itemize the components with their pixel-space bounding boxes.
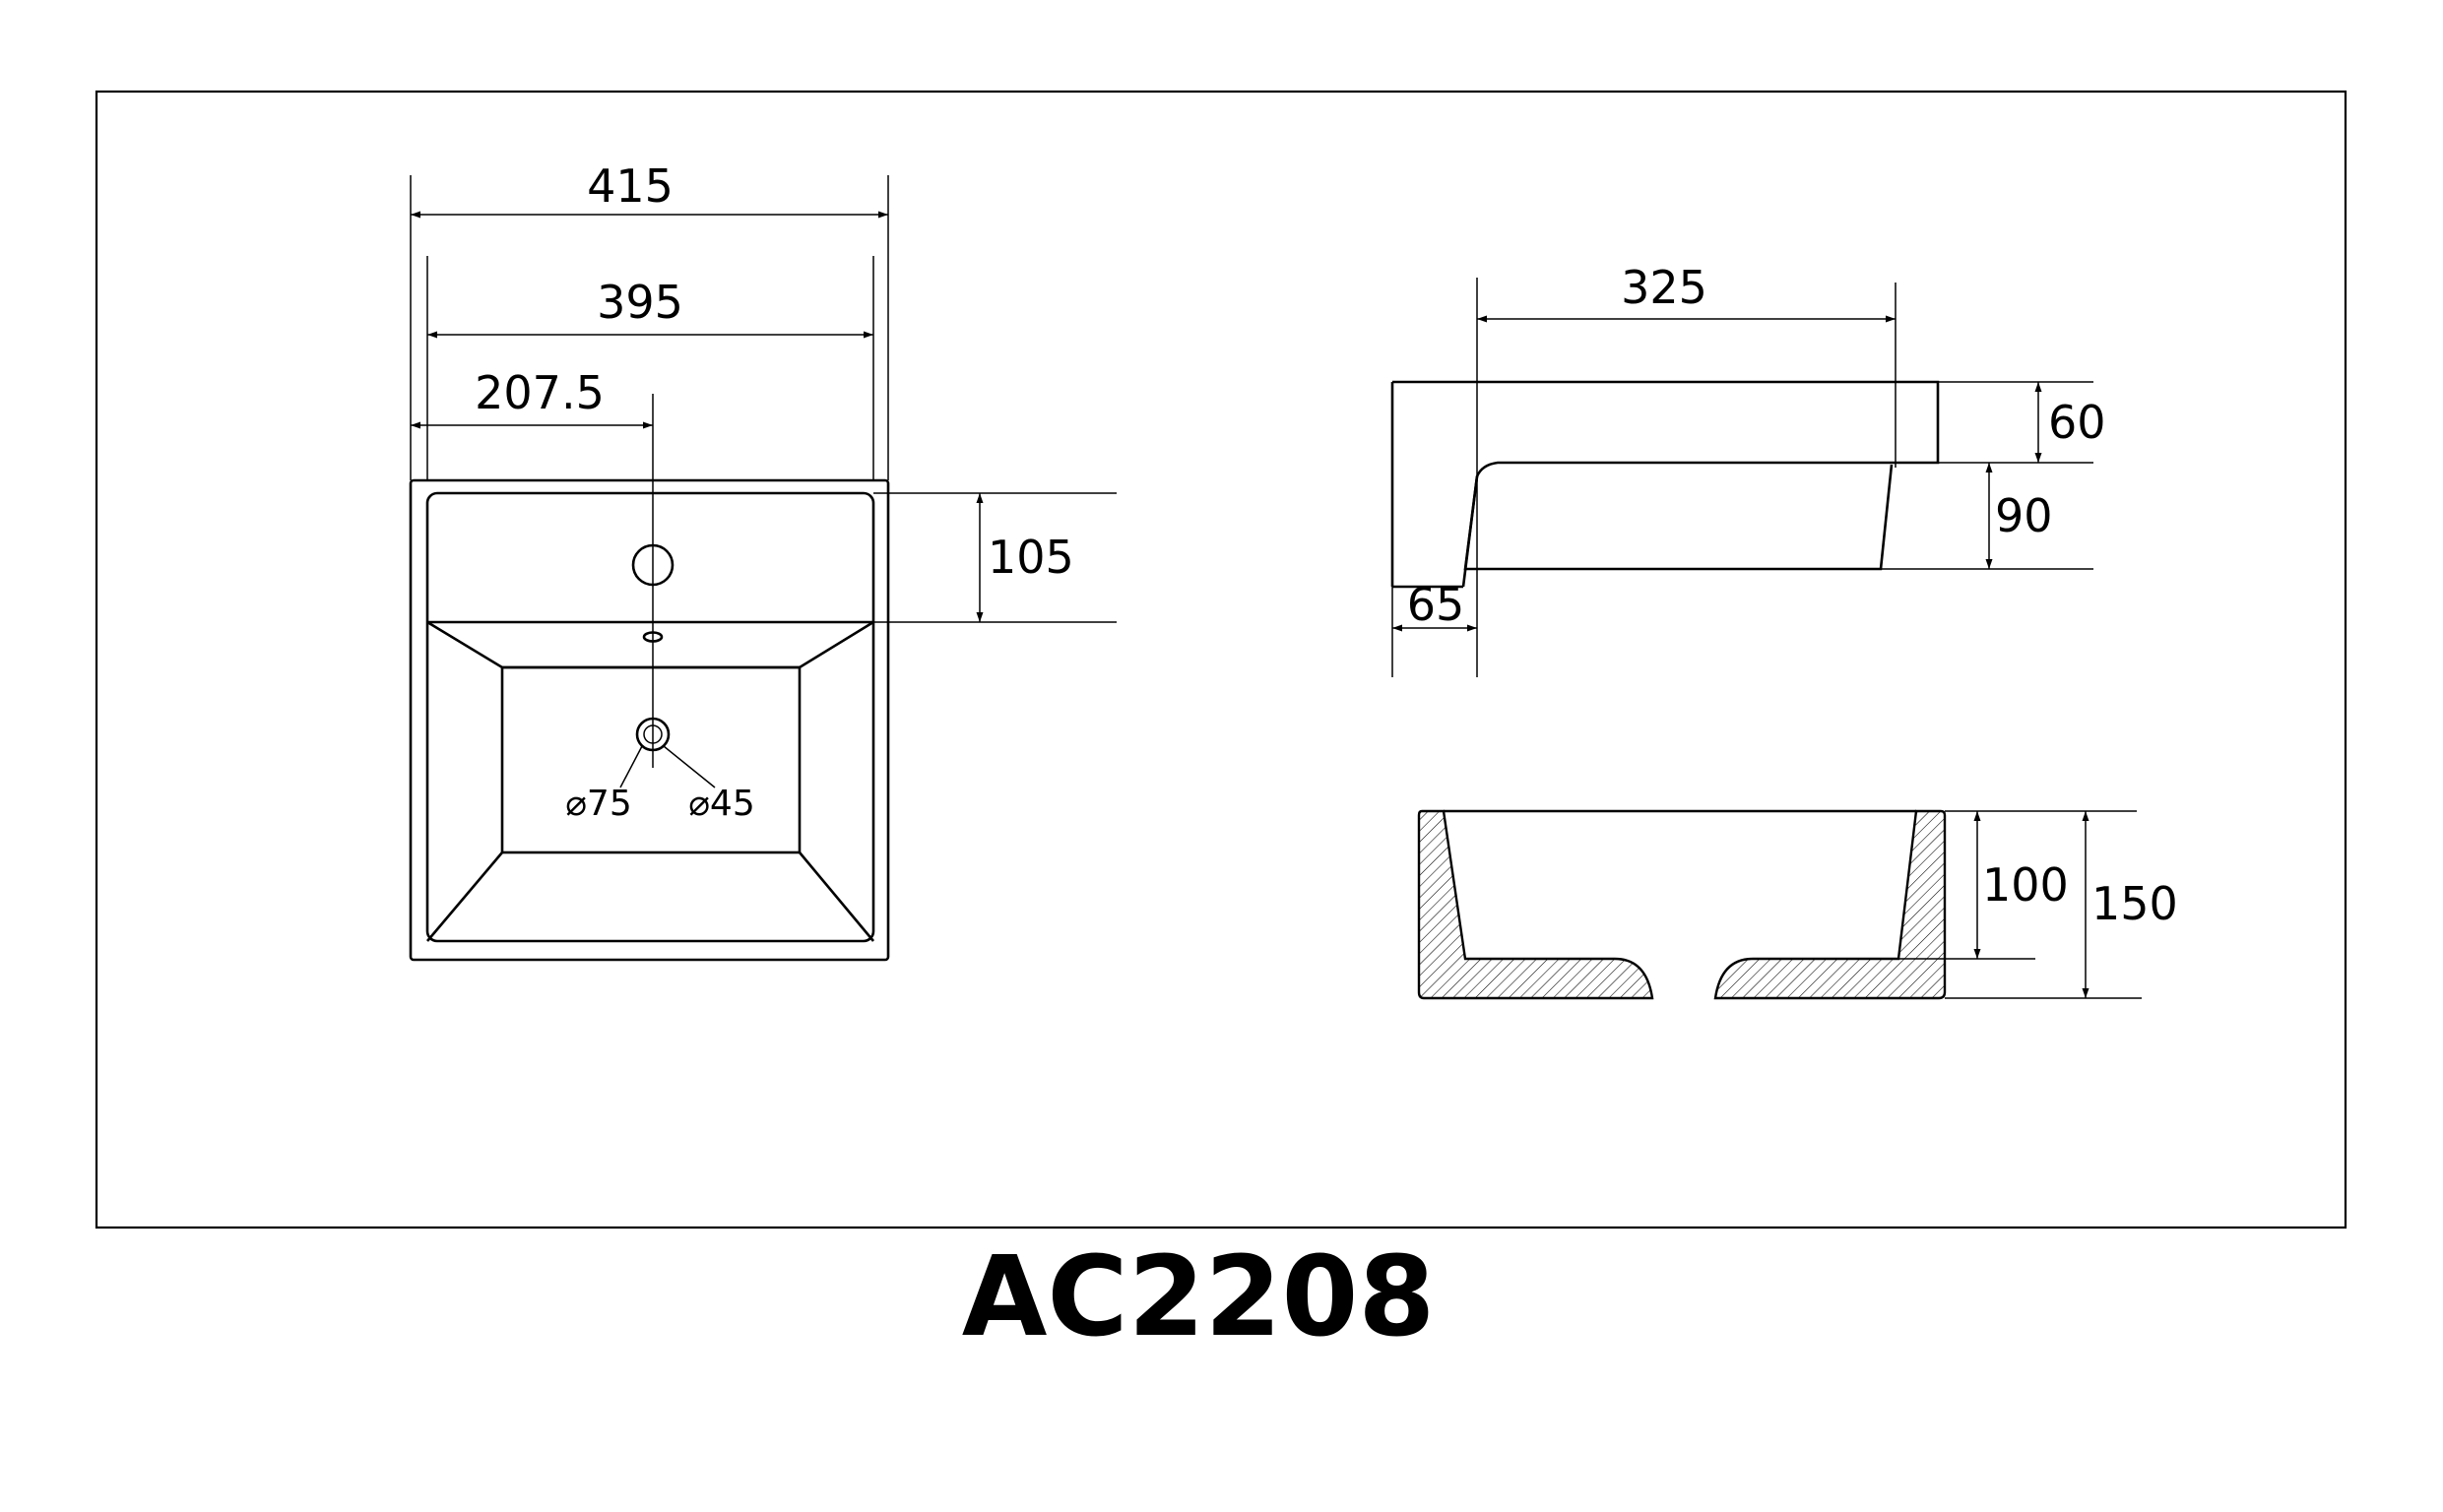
dim-label-total-height: 150	[2091, 877, 2178, 930]
section-left-wall	[1417, 809, 1654, 1000]
dim-label-rim-depth: 105	[988, 531, 1074, 584]
tap-hole	[631, 543, 675, 587]
dim-label-waste-45: ⌀45	[688, 784, 754, 824]
dim-label-tap-offset: 207.5	[475, 366, 605, 419]
dim-label-inner-width: 395	[597, 276, 683, 329]
waste-outer	[635, 717, 671, 752]
top-view: 415 395 207.5 ⌀75 ⌀45 105	[409, 159, 1117, 962]
waste-inner	[643, 724, 663, 744]
model-title: AC2208	[962, 1233, 1436, 1361]
dim-label-wall-offset: 65	[1407, 578, 1465, 631]
side-profile	[1392, 380, 1940, 571]
drawing-frame	[95, 90, 2347, 1229]
dim-label-length: 325	[1621, 261, 1707, 314]
side-view: 325 60 90 65	[1390, 261, 2106, 677]
dim-label-lower-height: 90	[1995, 489, 2053, 542]
dim-label-overall-width: 415	[587, 159, 674, 213]
dim-label-bowl-depth: 100	[1982, 858, 2069, 912]
section-right-wall	[1713, 809, 1947, 1000]
basin-inner-rim	[425, 491, 875, 943]
bowl-floor	[500, 665, 802, 854]
section-view: 100 150	[1417, 809, 2178, 1000]
basin-outline	[409, 478, 890, 962]
overflow-slot	[642, 631, 664, 643]
dim-label-top-height: 60	[2048, 396, 2106, 449]
dim-label-waste-75: ⌀75	[565, 784, 631, 824]
